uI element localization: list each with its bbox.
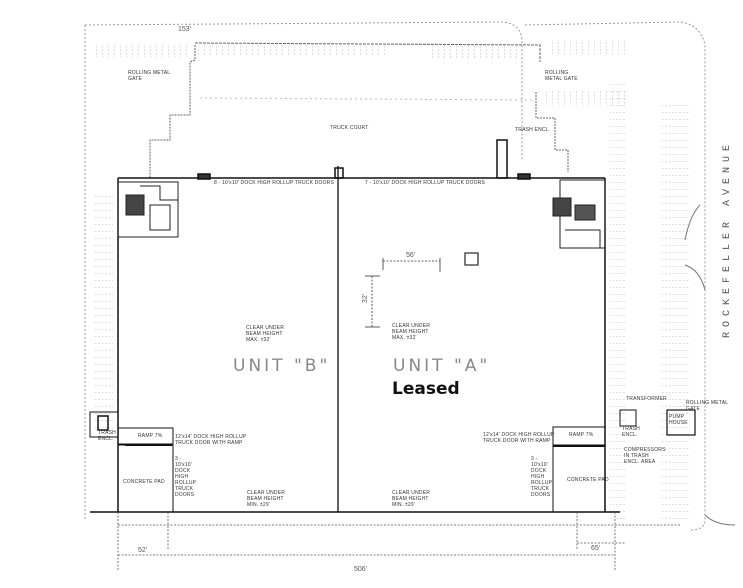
leased-status-badge: Leased bbox=[392, 379, 460, 399]
unit-b-rear-doors-label: 8 - 10'x10' DOCK HIGH ROLLUP TRUCK DOORS bbox=[214, 180, 335, 186]
bottom-dimension-left: 52' bbox=[138, 547, 148, 554]
unit-b-ramp-door-label: 12'x14' DOCK HIGH ROLLUP TRUCK DOOR WITH… bbox=[175, 434, 247, 446]
office-b bbox=[117, 181, 179, 238]
overall-dimension-lines bbox=[117, 512, 680, 570]
unit-b-label: UNIT "B" bbox=[233, 356, 331, 376]
unit-b-ramp-label: RAMP 7% bbox=[138, 433, 163, 439]
front-ramp-b bbox=[89, 411, 174, 513]
bottom-dimension-right: 65' bbox=[591, 545, 601, 552]
unit-a-clear-height-min: CLEAR UNDER BEAM HEIGHT MIN. ±29' bbox=[392, 490, 431, 508]
unit-a-clear-height-max: CLEAR UNDER BEAM HEIGHT MAX. ±32' bbox=[392, 323, 431, 341]
column-spacing-vertical: 32' bbox=[362, 293, 370, 304]
front-ramp-a bbox=[552, 409, 696, 513]
bottom-dimension-overall: 506' bbox=[354, 566, 368, 573]
unit-b-front-doors-label: 3 - 10'x10' DOCK HIGH ROLLUP TRUCK DOORS bbox=[175, 456, 197, 498]
truck-court-label: TRUCK COURT bbox=[330, 125, 369, 131]
rolling-gate-a-label: ROLLING METAL GATE bbox=[686, 400, 729, 412]
unit-a-pad-label: CONCRETE PAD bbox=[567, 477, 609, 483]
transformer-label: TRANSFORMER bbox=[626, 396, 667, 402]
column-grid-dimension bbox=[365, 252, 479, 328]
unit-a-front-doors-label: 3 - 10'x10' DOCK HIGH ROLLUP TRUCK DOORS bbox=[531, 456, 553, 498]
top-dimension: 153' bbox=[178, 26, 192, 33]
dock-doors-north bbox=[197, 139, 531, 180]
unit-a-label: UNIT "A" bbox=[393, 356, 491, 376]
column-spacing-horizontal: 56' bbox=[406, 252, 416, 259]
rolling-gate-left-label: ROLLING METAL GATE bbox=[128, 70, 171, 82]
unit-b-clear-height-max: CLEAR UNDER BEAM HEIGHT MAX. ±32' bbox=[246, 325, 285, 343]
north-parking-lot bbox=[84, 21, 706, 531]
unit-a-trash-label: TRASH ENCL. bbox=[622, 426, 640, 438]
trash-enclosure-top-label: TRASH ENCL. bbox=[515, 127, 551, 133]
unit-b-pad-label: CONCRETE PAD bbox=[123, 479, 165, 485]
unit-b-clear-height-min: CLEAR UNDER BEAM HEIGHT MIN. ±29' bbox=[247, 490, 286, 508]
unit-a-ramp-door-label: 12'x14' DOCK HIGH ROLLUP TRUCK DOOR WITH… bbox=[483, 432, 555, 444]
unit-a-ramp-label: RAMP 7% bbox=[569, 432, 594, 438]
rolling-gate-right-label: ROLLING METAL GATE bbox=[545, 70, 578, 82]
unit-a-rear-doors-label: 7 - 10'x10' DOCK HIGH ROLLUP TRUCK DOORS bbox=[365, 180, 486, 186]
truck-court-outline bbox=[149, 42, 569, 178]
pump-house-label: PUMP HOUSE bbox=[669, 414, 688, 426]
office-a bbox=[552, 179, 606, 249]
compressors-label: COMPRESSORS IN TRASH ENCL. AREA bbox=[624, 447, 666, 465]
street-edge bbox=[684, 204, 736, 526]
unit-b-trash-label: TRASH ENCL. bbox=[98, 430, 116, 442]
street-name-label: ROCKEFELLER AVENUE bbox=[722, 140, 733, 339]
